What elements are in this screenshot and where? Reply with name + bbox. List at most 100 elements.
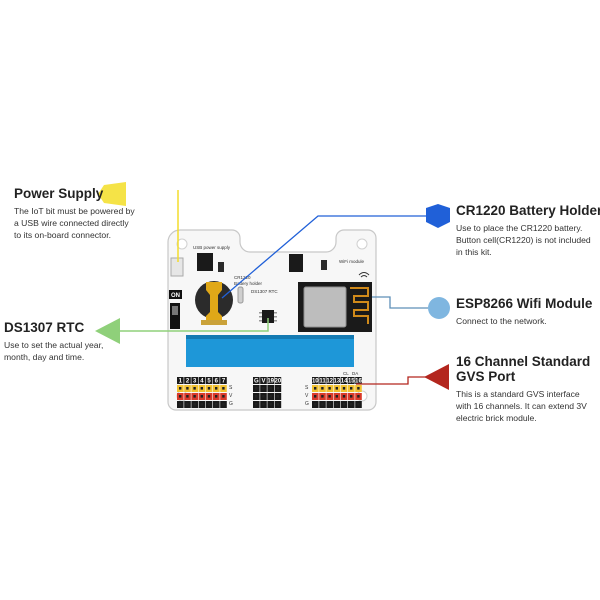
pin-hole [200,387,203,390]
pin-number-label: 3 [193,379,197,385]
pin-hole [255,387,258,390]
desc-line: The IoT bit must be powered by [14,206,135,216]
cl-label: CL [343,371,349,376]
pin-number-cell [312,377,319,384]
pin-number-cell [191,377,198,384]
on-switch-badge [169,290,182,299]
gvs-title-line: 16 Channel Standard [456,354,591,369]
pin-hole [335,387,338,390]
pin-hole [193,395,196,398]
row-v-label: V [305,393,309,399]
pin-hole [179,395,182,398]
pin-hole [276,387,279,390]
pin-hole [222,403,225,406]
pin-hole [200,395,203,398]
wifi-title: ESP8266 Wifi Module [456,296,593,311]
pin-hole [269,387,272,390]
desc-line: electric brick module. [456,413,537,423]
desc-line: Button cell(CR1220) is not included [456,235,591,245]
usb-connector [170,257,184,277]
battery-clip [206,282,222,324]
pin-number-label: 15 [348,379,355,385]
pin-hole [255,403,258,406]
power-switch[interactable] [170,303,180,329]
power-supply-title: Power Supply [14,186,104,201]
rtc-title: DS1307 RTC [4,320,85,335]
pin-hole [342,395,346,398]
desc-line: month, day and time. [4,352,85,362]
pin-number-label: 2 [186,379,190,385]
pin-hole [262,403,265,406]
pin-hole [193,403,196,406]
wifi-signal-icon [358,272,370,278]
edge-connector-slot [186,335,354,367]
battery-label-2: Battery holder [234,281,263,286]
battery-marker [426,204,450,228]
rtc-marker [95,318,120,344]
pin-number-label: 4 [200,379,204,385]
pin-hole [269,403,272,406]
pin-hole [350,387,353,390]
pin-hole [186,395,189,398]
pin-hole [350,395,353,398]
rtc-chip-pins [259,312,277,322]
pin-hole [207,395,211,398]
smd-component [218,262,224,272]
pin-number-cell [184,377,191,384]
pin-number-label: 6 [215,379,219,385]
pin-number-label: 5 [207,379,211,385]
pin-hole [321,403,324,406]
pin-hole [200,403,203,406]
wifi-line [372,296,428,309]
regulator-chip [197,253,213,271]
battery-title: CR1220 Battery Holder [456,203,600,218]
pin-hole [357,387,360,390]
pin-hole [179,403,182,406]
regulator-chip [289,254,303,272]
wifi-description: Connect to the network. [456,315,596,327]
desc-line: Use to place the CR1220 battery. [456,223,583,233]
pin-hole [186,387,189,390]
pin-hole [328,403,331,406]
pin-number-cell [220,377,227,384]
pin-number-label: V [261,379,265,385]
wifi-callout: ESP8266 Wifi Module Connect to the netwo… [456,296,596,327]
gvs-marker [424,364,449,390]
desc-line: in this kit. [456,247,492,257]
pin-number-label: 11 [319,379,326,385]
battery-clip-base [201,320,227,325]
da-label: DA [352,371,358,376]
pin-number-label: 1 [179,379,183,385]
power-supply-callout: Power Supply The IoT bit must be powered… [14,186,154,241]
desc-line: Use to set the actual year, [4,340,104,350]
gvs-line [356,376,428,385]
pin-hole [350,403,353,406]
pin-number-cell [253,377,260,384]
battery-label-1: CR1220 [234,275,251,280]
pin-hole [335,395,338,398]
pin-number-cell [348,377,355,384]
pin-hole [215,395,218,398]
pin-hole [342,387,346,390]
row-g-label: G [305,401,309,407]
battery-callout: CR1220 Battery Holder Use to place the C… [456,203,600,258]
pin-number-label: G [254,379,259,385]
pin-number-cell [177,377,184,384]
on-label: ON [171,293,180,299]
mounting-hole [356,238,368,250]
gvs-description: This is a standard GVS interface with 16… [456,388,598,424]
desc-line: with 16 channels. It can extend 3V [456,401,587,411]
pin-number-cell [260,377,267,384]
wifi-marker [428,297,450,319]
pin-hole [215,403,218,406]
pin-hole [276,403,279,406]
pin-hole [357,403,360,406]
wifi-label: WiFi module [339,259,365,264]
pin-number-label: 7 [222,379,226,385]
usb-label: USB power supply [193,245,231,250]
pin-hole [222,387,225,390]
pin-number-cell [267,377,274,384]
